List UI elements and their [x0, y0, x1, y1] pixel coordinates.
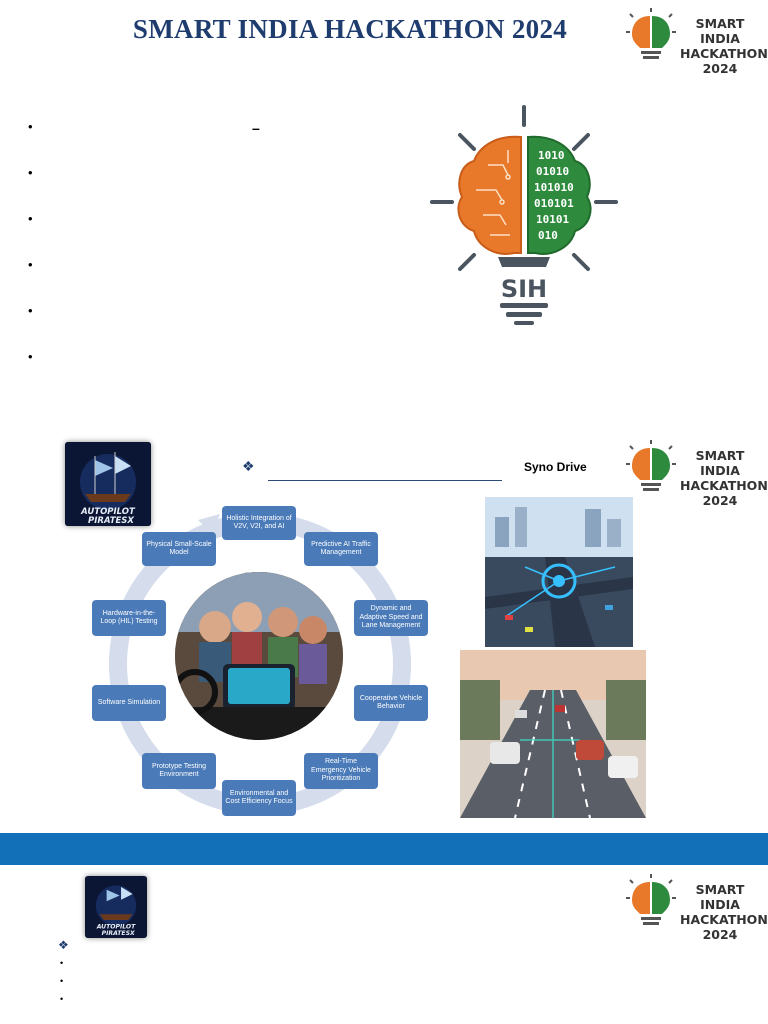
small-bullet-2: •: [60, 976, 64, 986]
node-physical-model: Physical Small-Scale Model: [142, 532, 216, 566]
sih-bulb-icon: [626, 8, 676, 59]
node-software-simulation: Software Simulation: [92, 685, 166, 721]
smart-city-image: [485, 497, 633, 647]
binary-row-5: 10101: [536, 213, 569, 226]
logo-line1: SMART INDIA: [695, 882, 745, 912]
diamond-bullet-2: ❖: [58, 938, 69, 952]
logo-line3: 2024: [702, 61, 738, 76]
small-bullet-3: •: [60, 994, 64, 1004]
node-holistic-integration: Holistic Integration of V2V, V2I, and AI: [222, 506, 296, 540]
bullet-4: •: [28, 257, 33, 272]
bullet-5: •: [28, 303, 33, 318]
sih-logo: SMART INDIA HACKATHON 2024: [622, 8, 768, 76]
team-badge-image: AUTOPILOT PIRATESX: [65, 442, 151, 526]
brain-bulb-illustration: 1010 01010 101010 010101 10101 010 SIH: [428, 105, 623, 330]
highway-image: [460, 650, 646, 818]
binary-row-6: 010: [538, 229, 558, 242]
team-badge-image-2: AUTOPILOT PIRATESX: [85, 876, 147, 938]
binary-row-1: 1010: [538, 149, 565, 162]
binary-row-3: 101010: [534, 181, 574, 194]
sih-logo-3: SMART INDIA HACKATHON 2024: [622, 874, 768, 942]
logo-line2: HACKATHON: [680, 912, 768, 927]
logo-line1: SMART INDIA: [695, 16, 745, 46]
small-bullet-1: •: [60, 958, 64, 968]
binary-row-4: 010101: [534, 197, 574, 210]
brain-sih-label: SIH: [501, 275, 547, 303]
binary-row-2: 01010: [536, 165, 569, 178]
bullet-1: •: [28, 119, 33, 134]
diamond-bullet: ❖: [242, 458, 255, 474]
bullet-3: •: [28, 211, 33, 226]
bullet-6: •: [28, 349, 33, 364]
sih-logo-2: SMART INDIA HACKATHON 2024: [622, 440, 768, 508]
node-emergency-priority: Real-Time Emergency Vehicle Prioritizati…: [304, 753, 378, 789]
logo-line2: HACKATHON: [680, 478, 768, 493]
logo-line2: HACKATHON: [680, 46, 768, 61]
logo-line3: 2024: [702, 493, 738, 508]
team-name: Syno Drive: [524, 460, 587, 474]
bullet-dash: –: [252, 120, 260, 136]
badge-line1: AUTOPILOT: [96, 924, 136, 931]
bullet-2: •: [28, 165, 33, 180]
logo-line3: 2024: [702, 927, 738, 942]
node-dynamic-speed: Dynamic and Adaptive Speed and Lane Mana…: [354, 600, 428, 636]
slide-divider-bar: [0, 833, 768, 865]
node-predictive-ai: Predictive AI Traffic Management: [304, 532, 378, 566]
sih-bulb-icon: [626, 874, 676, 925]
feature-cycle-diagram: Holistic Integration of V2V, V2I, and AI…: [80, 500, 440, 820]
car-passengers-photo: [175, 572, 343, 740]
badge-line2: PIRATESX: [88, 516, 134, 526]
badge-line1: AUTOPILOT: [80, 507, 136, 517]
sih-bulb-icon: [626, 440, 676, 491]
logo-line1: SMART INDIA: [695, 448, 745, 478]
heading-underline: [268, 480, 502, 481]
badge-line2: PIRATESX: [102, 930, 135, 937]
page-title: SMART INDIA HACKATHON 2024: [132, 14, 568, 44]
node-environmental-cost: Environmental and Cost Efficiency Focus: [222, 780, 296, 816]
node-cooperative-vehicle: Cooperative Vehicle Behavior: [354, 685, 428, 721]
node-hil-testing: Hardware-in-the-Loop (HIL) Testing: [92, 600, 166, 636]
node-prototype-testing: Prototype Testing Environment: [142, 753, 216, 789]
